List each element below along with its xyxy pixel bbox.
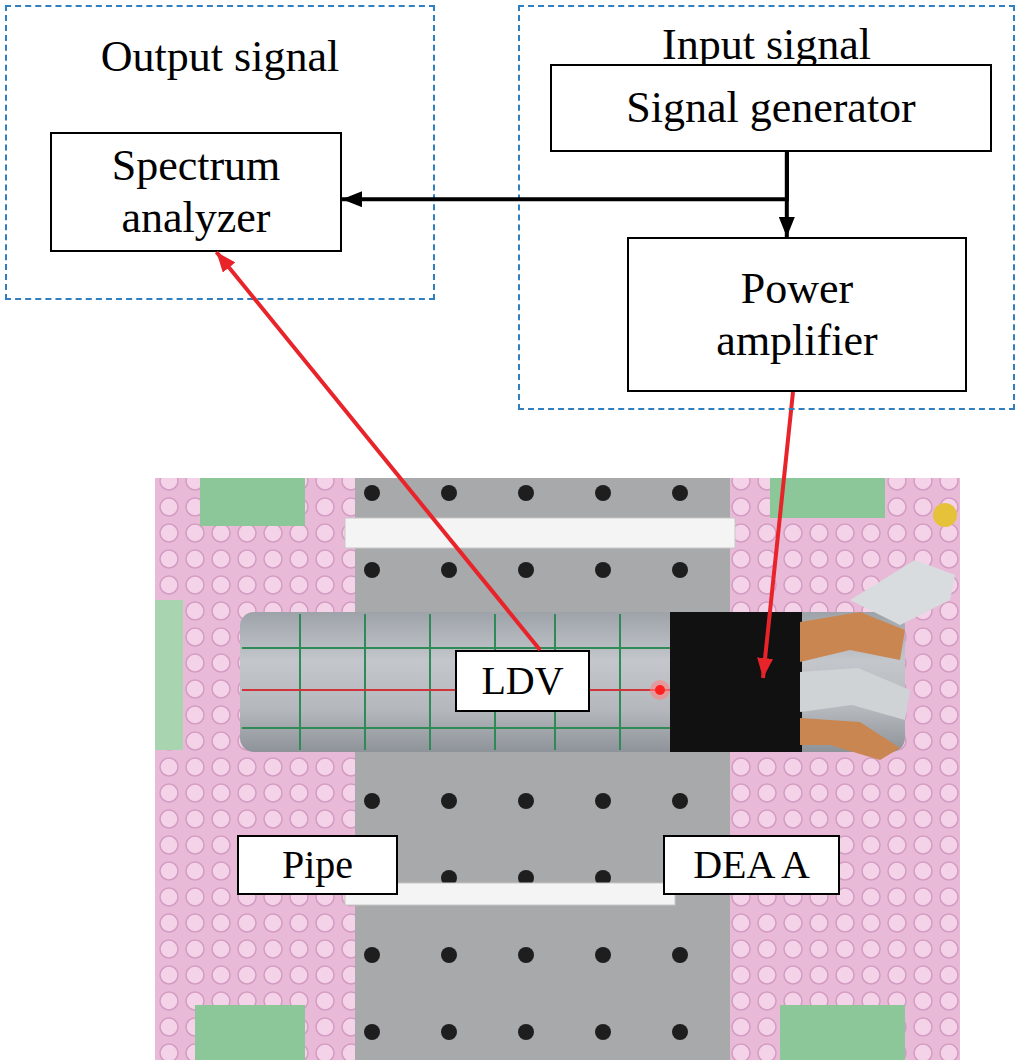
- breadboard-hole: [518, 947, 534, 963]
- plastic-rail: [345, 518, 735, 548]
- drive-arrow: [763, 392, 793, 678]
- breadboard-hole: [441, 793, 457, 809]
- instrument-box: Spectrum analyzer: [50, 132, 342, 252]
- instrument-box: Power amplifier: [627, 237, 967, 392]
- breadboard-hole: [672, 947, 688, 963]
- box-label: Spectrum analyzer: [72, 140, 320, 244]
- dea-film: [670, 612, 802, 752]
- breadboard-hole: [518, 793, 534, 809]
- grid-line: [364, 614, 366, 750]
- breadboard-hole: [595, 947, 611, 963]
- tape: [770, 478, 885, 518]
- breadboard-hole: [595, 1024, 611, 1040]
- tape: [155, 600, 183, 750]
- bubble-wrap: [155, 478, 355, 1060]
- bubble-wrap: [730, 478, 960, 1060]
- breadboard-hole: [672, 793, 688, 809]
- photo-label: Pipe: [237, 835, 398, 895]
- breadboard-hole: [518, 562, 534, 578]
- breadboard-hole: [595, 793, 611, 809]
- text-wrap: Spectrum analyzer: [72, 140, 320, 244]
- tape: [195, 1005, 305, 1060]
- measurement-arrow: [216, 252, 540, 650]
- breadboard-hole: [364, 562, 380, 578]
- text-wrap: LDV: [481, 657, 563, 704]
- breadboard-hole: [672, 485, 688, 501]
- box-label: Signal generator: [626, 82, 916, 134]
- foil-electrode: [800, 668, 910, 720]
- box-label: Pipe: [282, 841, 353, 888]
- grid-line: [619, 614, 621, 750]
- breadboard-hole: [441, 485, 457, 501]
- laser-dot: [655, 685, 665, 695]
- grid-line: [429, 614, 431, 750]
- text-wrap: DEA A: [693, 841, 810, 888]
- breadboard-hole: [364, 947, 380, 963]
- breadboard-hole: [672, 1024, 688, 1040]
- box-label: DEA A: [693, 841, 810, 888]
- group-title: Input signal: [520, 21, 1013, 69]
- text-wrap: Signal generator: [626, 82, 916, 134]
- text-wrap: Power amplifier: [669, 263, 925, 367]
- breadboard-hole: [595, 485, 611, 501]
- breadboard: [155, 478, 960, 1060]
- tape: [780, 1005, 905, 1060]
- grid-line: [299, 614, 301, 750]
- tape: [200, 478, 305, 526]
- breadboard-hole: [364, 1024, 380, 1040]
- breadboard-hole: [441, 947, 457, 963]
- breadboard-hole: [441, 1024, 457, 1040]
- group-title: Output signal: [7, 33, 433, 81]
- grid-line: [242, 647, 670, 649]
- laser-glow: [650, 680, 670, 700]
- breadboard-hole: [364, 485, 380, 501]
- signal-arrow: [785, 152, 789, 237]
- box-label: LDV: [481, 657, 563, 704]
- breadboard-hole: [518, 485, 534, 501]
- signal-arrow: [342, 152, 787, 199]
- breadboard-hole: [595, 562, 611, 578]
- signal-group: Output signalSpectrum analyzer: [5, 5, 435, 300]
- breadboard-hole: [364, 793, 380, 809]
- breadboard-hole: [441, 562, 457, 578]
- text-wrap: Pipe: [282, 841, 353, 888]
- breadboard-hole: [672, 562, 688, 578]
- box-label: Power amplifier: [669, 263, 925, 367]
- photo-label: LDV: [455, 650, 590, 712]
- foil-electrode: [850, 560, 955, 625]
- signal-group: Input signalSignal generatorPower amplif…: [518, 5, 1015, 410]
- clip: [933, 503, 957, 527]
- breadboard-hole: [518, 1024, 534, 1040]
- copper-electrode: [800, 718, 900, 760]
- photo-label: DEA A: [663, 835, 840, 895]
- instrument-box: Signal generator: [550, 64, 992, 152]
- grid-line: [242, 727, 670, 729]
- pipe-grid: [242, 614, 670, 750]
